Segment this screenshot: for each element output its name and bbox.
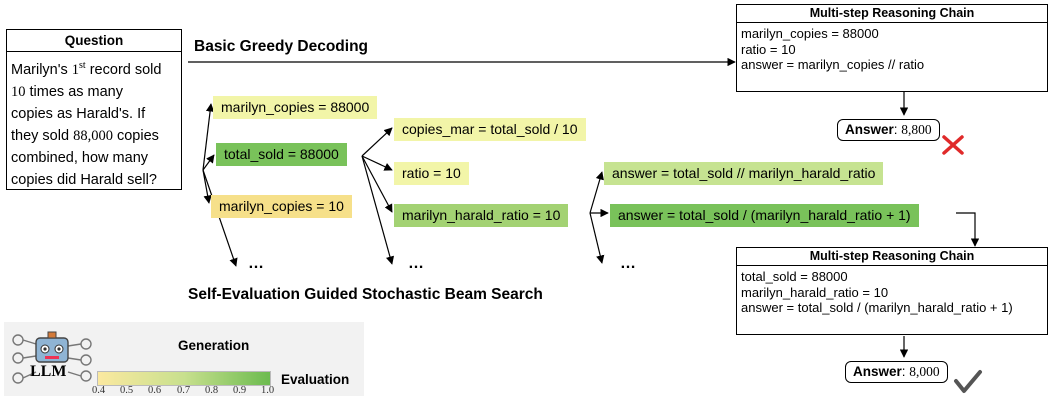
reasoning-chain-bottom: Multi-step Reasoning Chain total_sold = … [736, 247, 1048, 335]
beam-node: marilyn_copies = 88000 [213, 96, 378, 119]
chain-header: Multi-step Reasoning Chain [737, 248, 1047, 266]
colorbar-tick: 0.4 [92, 385, 106, 396]
chain-line: marilyn_copies = 88000 [741, 26, 879, 41]
ellipsis: … [620, 255, 637, 272]
colorbar-tick: 0.6 [148, 385, 162, 396]
question-line: 10 times as many [11, 83, 123, 100]
chain-body: marilyn_copies = 88000 ratio = 10 answer… [737, 23, 1047, 76]
chain-body: total_sold = 88000 marilyn_harald_ratio … [737, 266, 1047, 319]
answer-top-value: 8,800 [901, 122, 932, 137]
beam-search-title: Self-Evaluation Guided Stochastic Beam S… [188, 286, 543, 303]
beam-node: answer = total_sold / (marilyn_harald_ra… [610, 204, 919, 227]
beam-node: ratio = 10 [394, 162, 469, 185]
check-icon [954, 370, 982, 393]
ellipsis: … [248, 255, 265, 272]
beam-node: total_sold = 88000 [216, 143, 347, 166]
beam-node: marilyn_copies = 10 [211, 195, 352, 218]
colorbar-tick: 1.0 [261, 385, 275, 396]
colorbar-tick: 0.8 [205, 385, 219, 396]
question-line: combined, how many [11, 149, 149, 166]
answer-top: Answer: 8,800 [837, 119, 940, 141]
beam-node: answer = total_sold // marilyn_harald_ra… [604, 162, 884, 185]
answer-bottom-value: 8,000 [909, 364, 940, 379]
colorbar-tick: 0.7 [177, 385, 191, 396]
evaluation-colorbar [97, 371, 271, 386]
cross-icon [942, 135, 964, 155]
chain-line: marilyn_harald_ratio = 10 [741, 284, 889, 300]
colorbar-tick: 0.9 [233, 385, 247, 396]
chain-line: ratio = 10 [741, 41, 796, 57]
question-text: Marilyn's 1st record sold 10 times as ma… [7, 52, 181, 191]
robot-icon [12, 331, 92, 384]
chain-line: answer = total_sold / (marilyn_harald_ra… [741, 300, 1013, 315]
greedy-label: Basic Greedy Decoding [194, 38, 369, 55]
question-box: Question Marilyn's 1st record sold 10 ti… [6, 29, 182, 190]
answer-bottom: Answer: 8,000 [845, 361, 948, 383]
reasoning-chain-top: Multi-step Reasoning Chain marilyn_copie… [736, 4, 1048, 92]
generation-label: Generation [178, 338, 250, 353]
beam-node: copies_mar = total_sold / 10 [394, 118, 586, 141]
ellipsis: … [408, 255, 425, 272]
question-line: copies did Harald sell? [11, 171, 157, 188]
question-header: Question [7, 30, 181, 52]
question-line: Marilyn's 1st record sold [11, 60, 162, 78]
chain-line: total_sold = 88000 [741, 269, 848, 284]
colorbar-tick: 0.5 [120, 385, 134, 396]
llm-label: LLM [30, 363, 67, 380]
question-line: they sold 88,000 copies [11, 127, 159, 144]
evaluation-label: Evaluation [281, 372, 350, 387]
beam-node: marilyn_harald_ratio = 10 [394, 204, 569, 227]
chain-header: Multi-step Reasoning Chain [737, 5, 1047, 23]
question-line: copies as Harald's. If [11, 105, 146, 122]
chain-line: answer = marilyn_copies // ratio [741, 57, 925, 72]
